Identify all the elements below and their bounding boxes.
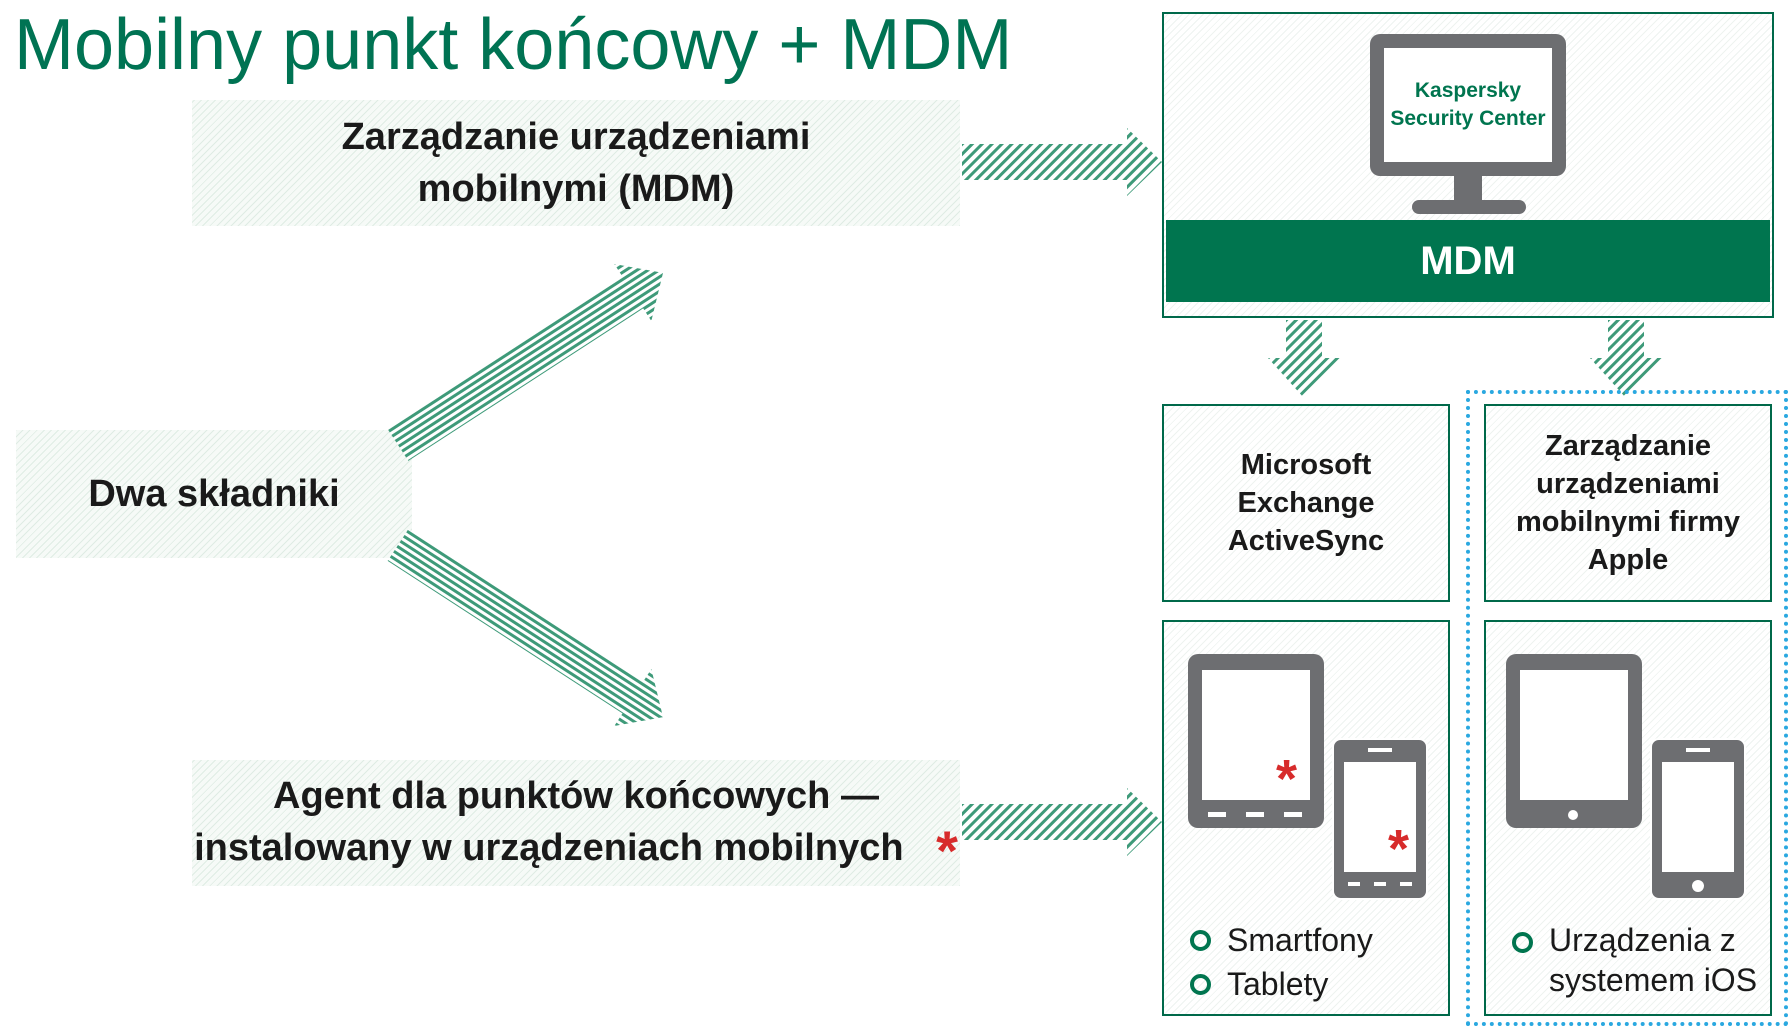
- iphone-speaker: [1686, 748, 1710, 752]
- bullet-tablety: Tablety: [1190, 964, 1328, 1004]
- smartphone-key: [1348, 882, 1360, 886]
- tablet-key: [1284, 812, 1302, 817]
- mdm-band-line-2: mobilnymi (MDM): [417, 168, 735, 210]
- bullet-circle-icon: [1512, 932, 1533, 953]
- iphone-home-button: [1692, 880, 1704, 892]
- bullet-text: Smartfony: [1227, 922, 1373, 958]
- exchange-line-3: ActiveSync: [1227, 525, 1385, 557]
- agent-band-line-1: Agent dla punktów końcowych —: [273, 774, 879, 817]
- tablet-screen: [1202, 670, 1310, 800]
- iphone-icon: [1650, 738, 1746, 900]
- smartphone-speaker: [1368, 748, 1392, 752]
- bullet-text: Tablety: [1227, 966, 1329, 1002]
- agent-band-line-2: instalowany w urządzeniach mobilnych *: [194, 822, 958, 878]
- bullet-text-line-2: systemem iOS: [1549, 962, 1758, 998]
- apple-dashed-outline: [1466, 390, 1788, 1026]
- monitor-icon: Kaspersky Security Center: [1370, 34, 1566, 176]
- bullet-smartfony: Smartfony: [1190, 920, 1373, 960]
- server-box: Kaspersky Security Center MDM: [1162, 12, 1774, 318]
- page-title: Mobilny punkt końcowy + MDM: [14, 5, 1013, 85]
- ipad-home-button: [1568, 810, 1578, 820]
- arrow-down-exchange: [1268, 320, 1340, 398]
- two-components-text: Dwa składniki: [88, 473, 340, 515]
- smartphone-key: [1374, 882, 1386, 886]
- mdm-bar: MDM: [1166, 220, 1770, 302]
- smartphone-key: [1400, 882, 1412, 886]
- two-components-label: Dwa składniki: [16, 430, 412, 558]
- monitor-stand: [1454, 174, 1482, 202]
- bullet-ios-devices: Urządzenia z systemem iOS: [1512, 920, 1757, 1000]
- smartphone-icon: [1332, 738, 1428, 900]
- apple-devices-box: Urządzenia z systemem iOS: [1484, 620, 1772, 1016]
- monitor-text-line-1: Kaspersky: [1414, 79, 1522, 102]
- smartphone-screen: [1344, 762, 1416, 872]
- arrow-to-devices: [962, 788, 1162, 856]
- agent-band: Agent dla punktów końcowych — instalowan…: [192, 760, 960, 886]
- ipad-icon: [1506, 654, 1642, 828]
- bullet-circle-icon: [1190, 929, 1211, 951]
- exchange-line-2: Exchange: [1237, 487, 1375, 519]
- ipad-screen: [1520, 670, 1628, 800]
- tablet-key: [1208, 812, 1226, 817]
- asterisk-marker: *: [936, 818, 958, 882]
- arrow-down-apple: [1590, 320, 1662, 398]
- agent-band-line-2-text: instalowany w urządzeniach mobilnych: [194, 826, 904, 869]
- monitor-screen: Kaspersky Security Center: [1384, 48, 1552, 162]
- exchange-line-1: Microsoft: [1240, 449, 1372, 481]
- bullet-circle-icon: [1190, 973, 1211, 995]
- diagonal-arrow-down: [387, 529, 664, 727]
- apple-line-2: urządzeniami: [1536, 468, 1720, 500]
- mdm-band: Zarządzanie urządzeniami mobilnymi (MDM): [192, 100, 960, 226]
- diagonal-arrow-up: [387, 263, 664, 461]
- tablet-icon: [1188, 654, 1324, 828]
- monitor-base: [1412, 200, 1526, 214]
- exchange-devices-box: * * Smartfony Tablety: [1162, 620, 1450, 1016]
- apple-line-4: Apple: [1587, 544, 1669, 576]
- tablet-key: [1246, 812, 1264, 817]
- smartphone-asterisk: *: [1388, 819, 1410, 879]
- monitor-text-line-2: Security Center: [1390, 107, 1546, 130]
- tablet-asterisk: *: [1276, 749, 1298, 809]
- exchange-label-box: Microsoft Exchange ActiveSync: [1162, 404, 1450, 602]
- apple-label-box: Zarządzanie urządzeniami mobilnymi firmy…: [1484, 404, 1772, 602]
- apple-line-3: mobilnymi firmy: [1516, 506, 1740, 538]
- bullet-text: Urządzenia z systemem iOS: [1549, 920, 1757, 1000]
- arrow-to-server: [962, 128, 1162, 196]
- iphone-screen: [1662, 762, 1734, 872]
- apple-line-1: Zarządzanie: [1545, 430, 1711, 462]
- mdm-band-line-1: Zarządzanie urządzeniami: [341, 116, 811, 158]
- bullet-text-line-1: Urządzenia z: [1549, 922, 1736, 958]
